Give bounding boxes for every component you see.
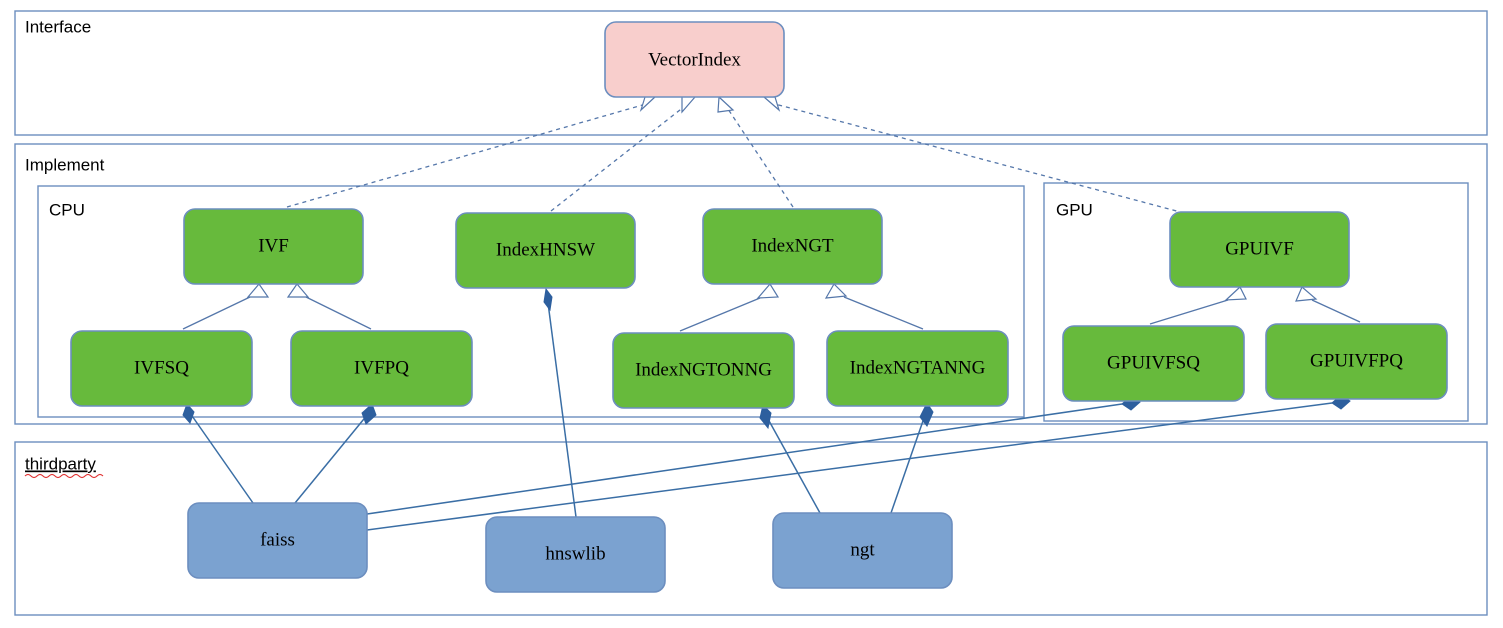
group-label-interface: Interface: [25, 17, 91, 36]
edge-faiss-to-gpuivfpq: [366, 402, 1333, 531]
node-box-gpuivf[interactable]: [1169, 211, 1350, 288]
edge-gpuivfsq-to-gpuivf: [1149, 299, 1229, 325]
node-vectorindex[interactable]: VectorIndex: [604, 21, 785, 98]
node-box-ngt[interactable]: [772, 512, 953, 589]
node-ivfpq[interactable]: IVFPQ: [290, 330, 473, 407]
spellcheck-squiggle-icon: [24, 473, 104, 479]
edges-composition: [182, 287, 1351, 531]
node-box-vectorindex[interactable]: [604, 21, 785, 98]
node-ivfsq[interactable]: IVFSQ: [70, 330, 253, 407]
node-label-faiss: faiss: [260, 529, 295, 550]
group-label-implement: Implement: [25, 155, 105, 174]
arrowhead-hollow-indexngtonng: [756, 282, 780, 299]
diamond-faiss-ivfsq: [182, 403, 195, 424]
node-faiss[interactable]: faiss: [187, 502, 368, 579]
node-label-gpuivfsq: GPUIVFSQ: [1107, 352, 1200, 373]
arrowhead-hollow-ivfsq: [246, 283, 270, 298]
node-label-ngt: ngt: [850, 539, 875, 560]
node-label-vectorindex: VectorIndex: [648, 49, 741, 70]
node-label-gpuivfpq: GPUIVFPQ: [1310, 350, 1403, 371]
node-label-ivf: IVF: [258, 235, 289, 256]
group-label-thirdparty: thirdparty: [25, 454, 96, 473]
edge-indexngtanng-to-indexngt: [843, 296, 924, 330]
node-label-gpuivf: GPUIVF: [1225, 238, 1294, 259]
node-box-indexhnsw[interactable]: [455, 212, 636, 289]
edge-ivfsq-to-ivf: [182, 296, 251, 330]
node-indexngt[interactable]: IndexNGT: [702, 208, 883, 285]
edge-ngt-to-indexngtanng: [890, 417, 925, 514]
node-ngt[interactable]: ngt: [772, 512, 953, 589]
node-ivf[interactable]: IVF: [183, 208, 364, 285]
arrowhead-hollow-gpuivfsq: [1224, 286, 1247, 301]
node-box-ivfpq[interactable]: [290, 330, 473, 407]
node-label-hnswlib: hnswlib: [545, 543, 605, 564]
edge-faiss-to-ivfsq: [189, 412, 254, 504]
node-box-indexngt[interactable]: [702, 208, 883, 285]
arrowhead-hollow-indexngtanng: [824, 283, 848, 299]
edges-realization: [286, 95, 1185, 214]
node-label-indexngt: IndexNGT: [751, 235, 834, 256]
node-box-gpuivfsq[interactable]: [1062, 325, 1245, 402]
group-label-gpu: GPU: [1056, 200, 1093, 219]
node-label-ivfsq: IVFSQ: [134, 357, 189, 378]
edge-faiss-to-ivfpq: [294, 413, 369, 504]
node-box-gpuivfpq[interactable]: [1265, 323, 1448, 400]
edge-ivf-to-vectorindex: [286, 103, 647, 208]
node-box-indexngtonng[interactable]: [612, 332, 795, 409]
edge-gpuivfpq-to-gpuivf: [1311, 299, 1361, 323]
edge-ngt-to-indexngtonng: [767, 418, 821, 514]
diamond-faiss-ivfpq: [361, 403, 377, 425]
node-label-indexngtonng: IndexNGTONNG: [635, 359, 772, 380]
node-label-ivfpq: IVFPQ: [354, 357, 409, 378]
edge-hnswlib-to-indexhnsw: [547, 302, 577, 518]
node-label-indexhnsw: IndexHNSW: [496, 239, 595, 260]
node-gpuivf[interactable]: GPUIVF: [1169, 211, 1350, 288]
node-gpuivfsq[interactable]: GPUIVFSQ: [1062, 325, 1245, 402]
diamond-ngt-indexngtonng: [759, 404, 772, 430]
edge-ivfpq-to-ivf: [305, 296, 372, 330]
node-indexhnsw[interactable]: IndexHNSW: [455, 212, 636, 289]
node-indexngtonng[interactable]: IndexNGTONNG: [612, 332, 795, 409]
diamond-ngt-indexngtanng: [919, 402, 934, 427]
node-indexngtanng[interactable]: IndexNGTANNG: [826, 330, 1009, 407]
node-box-ivf[interactable]: [183, 208, 364, 285]
arrowhead-hollow-gpuivfpq: [1295, 286, 1318, 302]
arrowhead-hollow-indexngt: [717, 95, 735, 113]
node-label-indexngtanng: IndexNGTANNG: [850, 357, 986, 378]
diamond-hnswlib-indexhnsw: [543, 287, 553, 312]
arrowhead-hollow-ivfpq: [286, 283, 310, 298]
node-box-indexngtanng[interactable]: [826, 330, 1009, 407]
node-box-hnswlib[interactable]: [485, 516, 666, 593]
edge-indexngtonng-to-indexngt: [679, 297, 761, 332]
node-box-faiss[interactable]: [187, 502, 368, 579]
node-box-ivfsq[interactable]: [70, 330, 253, 407]
node-gpuivfpq[interactable]: GPUIVFPQ: [1265, 323, 1448, 400]
node-hnswlib[interactable]: hnswlib: [485, 516, 666, 593]
edge-faiss-to-gpuivfsq: [366, 403, 1123, 515]
group-label-cpu: CPU: [49, 200, 85, 219]
edge-gpuivf-to-vectorindex: [774, 103, 1185, 214]
edges-generalization: [182, 282, 1361, 332]
